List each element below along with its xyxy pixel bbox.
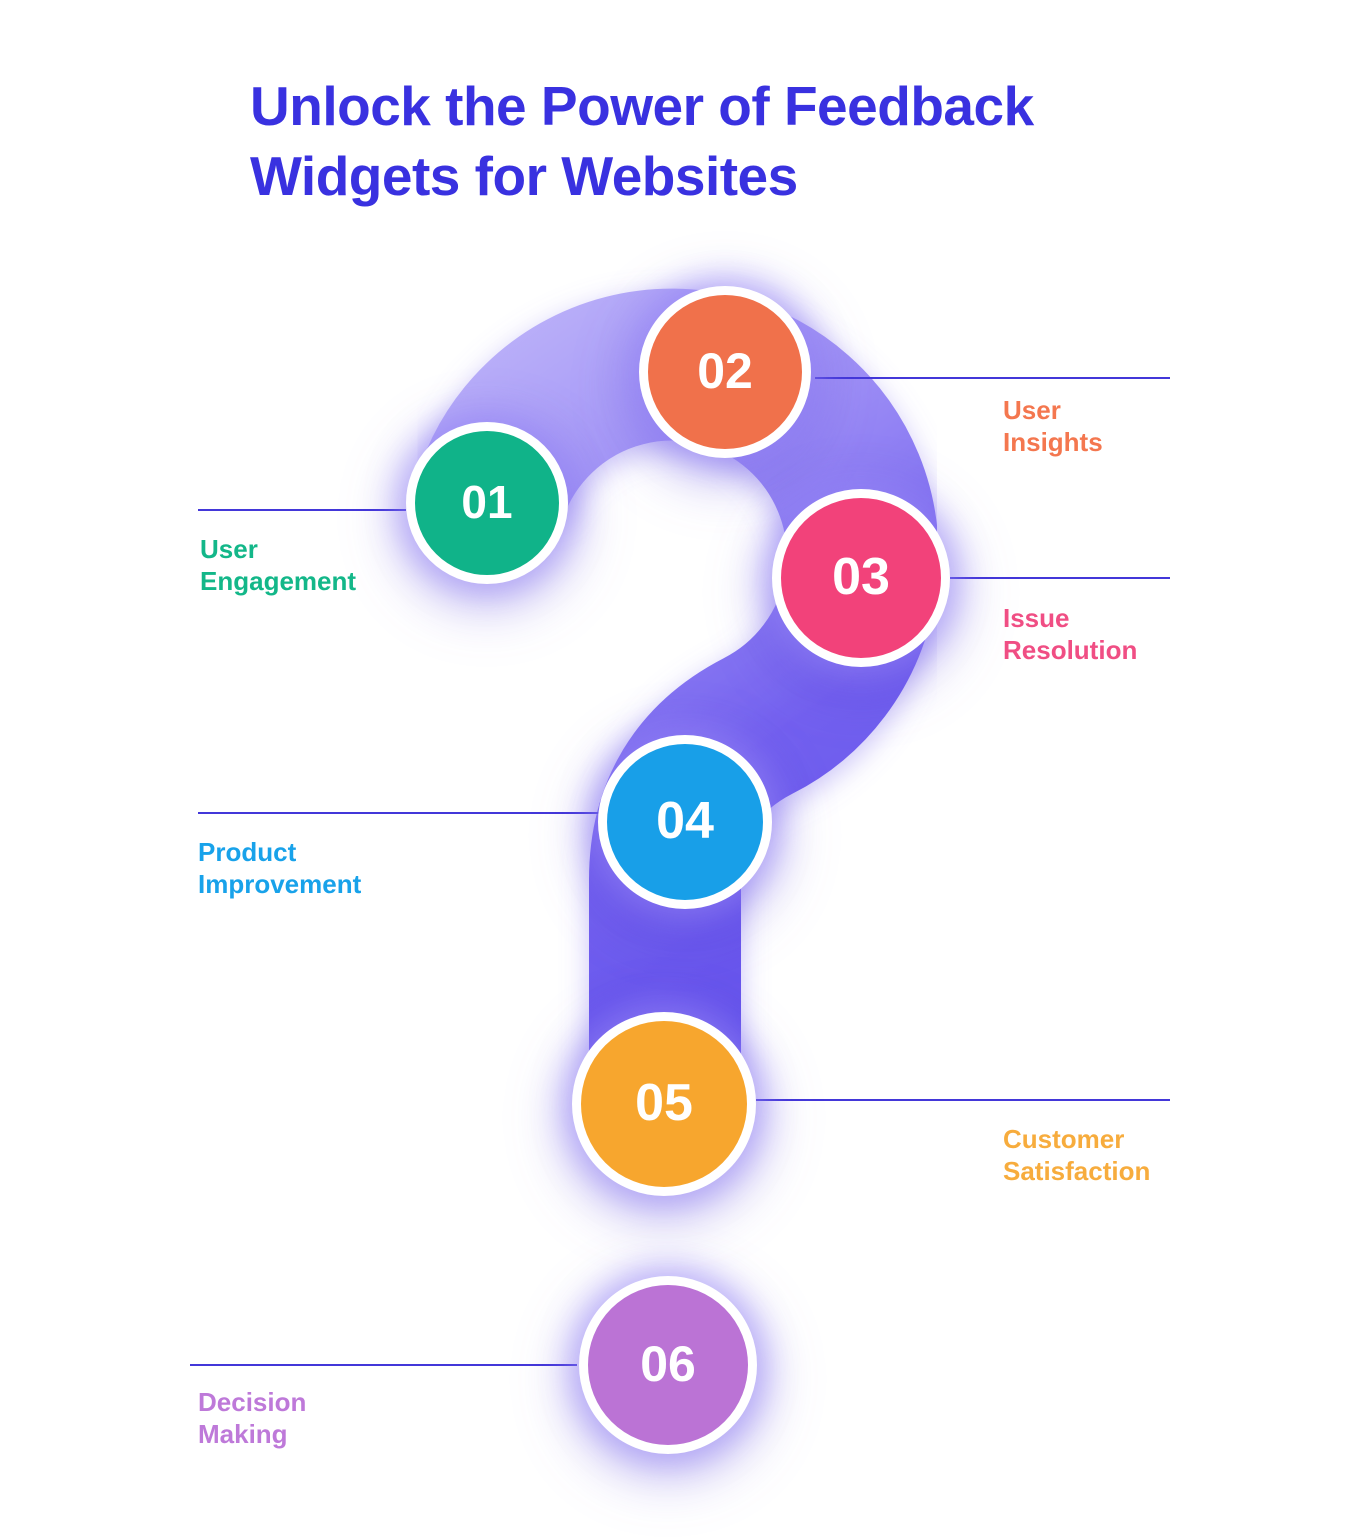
step-circle-03: 03: [772, 489, 950, 667]
step-circle-01: 01: [406, 422, 568, 584]
step-label-user-insights: User Insights: [1003, 395, 1103, 458]
step-circle-02: 02: [639, 286, 811, 458]
step-label-product-improvement: Product Improvement: [198, 837, 362, 900]
title-line-1: Unlock the Power of Feedback: [250, 75, 1034, 137]
step-number: 03: [832, 548, 890, 606]
step-number: 05: [635, 1074, 693, 1132]
step-number: 04: [656, 792, 714, 850]
step-circle-04: 04: [598, 735, 772, 909]
page-title: Unlock the Power of Feedback Widgets for…: [250, 72, 1190, 212]
step-label-decision-making: Decision Making: [198, 1387, 307, 1450]
title-line-2: Widgets for Websites: [250, 144, 798, 207]
step-label-issue-resolution: Issue Resolution: [1003, 603, 1138, 666]
step-number: 02: [697, 343, 753, 399]
step-number: 06: [640, 1336, 696, 1392]
step-circle-05: 05: [572, 1012, 756, 1196]
step-label-customer-satisfaction: Customer Satisfaction: [1003, 1124, 1151, 1187]
step-circle-06: 06: [579, 1276, 757, 1454]
step-number: 01: [461, 476, 513, 528]
step-label-user-engagement: User Engagement: [200, 534, 357, 597]
